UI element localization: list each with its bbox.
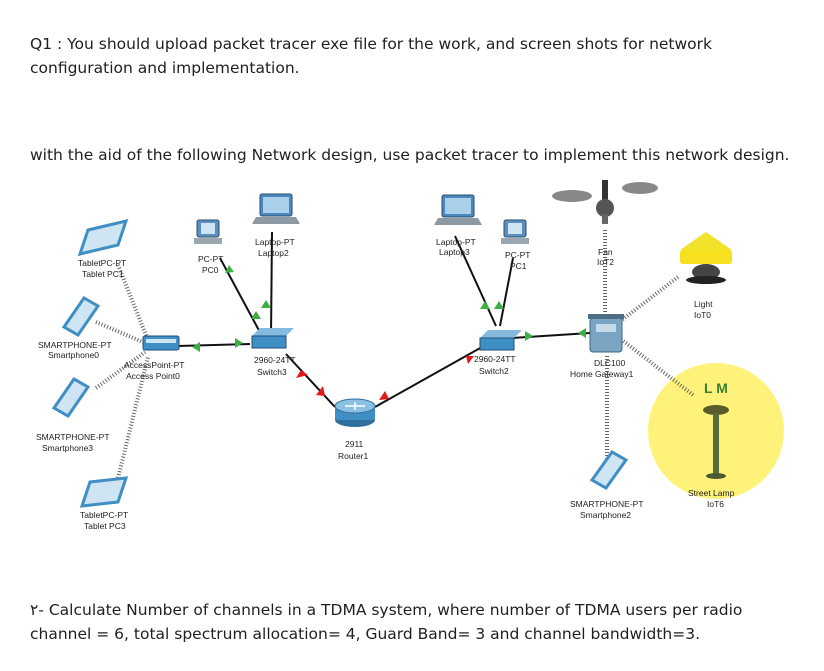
- laptop3-device[interactable]: [434, 194, 482, 225]
- router1-name: Router1: [338, 451, 369, 461]
- laptop2-device[interactable]: [252, 193, 300, 224]
- question-2-text: ٢- Calculate Number of channels in a TDM…: [30, 601, 743, 643]
- smartphone0-name: Smartphone0: [48, 350, 99, 360]
- switch3-name: Switch3: [257, 367, 287, 377]
- link-status-markers: [192, 265, 586, 400]
- laptop2-name: Laptop2: [258, 248, 289, 258]
- access-point0-name: Access Point0: [126, 371, 180, 381]
- network-design-intro-text: with the aid of the following Network de…: [30, 146, 790, 164]
- smartphone2-device[interactable]: [589, 450, 629, 490]
- pc1-name: PC1: [510, 261, 527, 271]
- tablet-pc1-device[interactable]: [77, 218, 129, 257]
- light-name: IoT0: [694, 310, 711, 320]
- tablet-pc1-type: TabletPC-PT: [78, 258, 126, 268]
- smartphone0-type: SMARTPHONE-PT: [38, 340, 112, 350]
- smartphone3-type: SMARTPHONE-PT: [36, 432, 110, 442]
- street-lamp-badge: L M: [704, 380, 728, 396]
- home-gateway-type: DLC100: [594, 358, 625, 368]
- street-lamp-type: Street Lamp: [688, 488, 735, 498]
- question-1-text: Q1 : You should upload packet tracer exe…: [30, 35, 713, 77]
- switch3-type: 2960-24TT: [254, 355, 296, 365]
- smartphone2-type: SMARTPHONE-PT: [570, 499, 644, 509]
- pc0-device[interactable]: [194, 219, 222, 244]
- tablet-pc3-device[interactable]: [79, 476, 129, 508]
- fan-name: IoT2: [597, 257, 614, 267]
- tablet-pc3-name: Tablet PC3: [84, 521, 126, 531]
- switch2-type: 2960-24TT: [474, 354, 516, 364]
- access-point0-device[interactable]: [142, 335, 180, 351]
- switch3-device[interactable]: [251, 328, 294, 349]
- fan-type: Fan: [598, 247, 613, 257]
- light-device[interactable]: [680, 232, 732, 284]
- laptop3-type: Laptop-PT: [436, 237, 476, 247]
- laptop2-type: Laptop-PT: [255, 237, 295, 247]
- tablet-pc3-type: TabletPC-PT: [80, 510, 128, 520]
- smartphone3-device[interactable]: [51, 377, 91, 418]
- smartphone2-name: Smartphone2: [580, 510, 631, 520]
- network-diagram: TabletPC-PT Tablet PC1 SMARTPHONE-PT Sma…: [36, 180, 784, 531]
- smartphone0-device[interactable]: [61, 296, 101, 337]
- pc1-type: PC-PT: [505, 250, 531, 260]
- router1-type: 2911: [345, 439, 364, 449]
- wireless-links: [94, 230, 695, 479]
- home-gateway-name: Home Gateway1: [570, 369, 634, 379]
- switch2-device[interactable]: [479, 330, 522, 351]
- street-lamp-name: IoT6: [707, 499, 724, 509]
- laptop3-name: Laptop3: [439, 247, 470, 257]
- router1-device[interactable]: [334, 398, 376, 427]
- pc0-name: PC0: [202, 265, 219, 275]
- street-lamp-device[interactable]: [703, 405, 729, 479]
- home-gateway-device[interactable]: [588, 314, 624, 353]
- pc1-device[interactable]: [501, 219, 529, 244]
- pc0-type: PC-PT: [198, 254, 224, 264]
- switch2-name: Switch2: [479, 366, 509, 376]
- tablet-pc1-name: Tablet PC1: [82, 269, 124, 279]
- access-point0-type: AccessPoint-PT: [124, 360, 184, 370]
- fan-device[interactable]: [552, 180, 658, 224]
- smartphone3-name: Smartphone3: [42, 443, 93, 453]
- light-type: Light: [694, 299, 713, 309]
